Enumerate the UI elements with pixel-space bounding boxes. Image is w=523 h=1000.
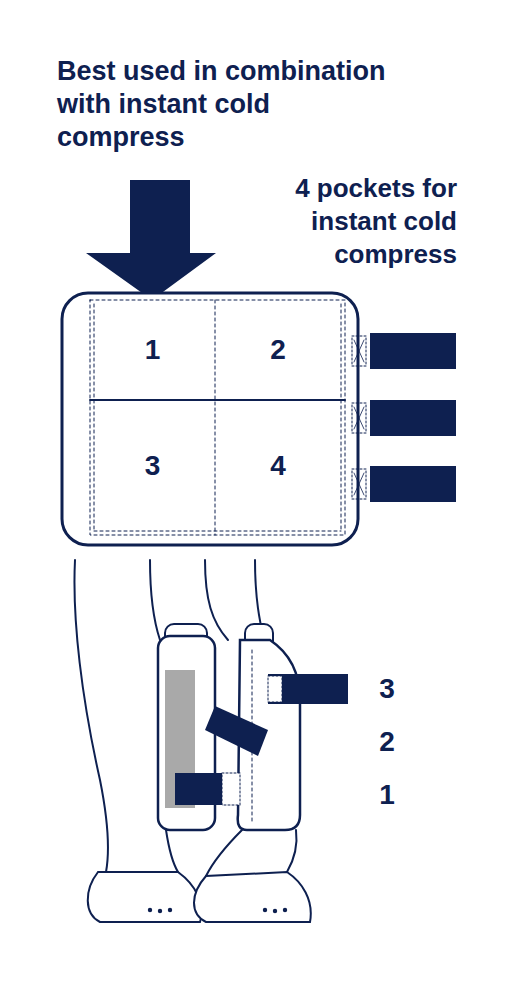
strap-number: 2 bbox=[372, 725, 402, 759]
pocket: 3 bbox=[92, 402, 213, 529]
boot-on-leg bbox=[158, 624, 348, 830]
down-arrow bbox=[86, 180, 216, 300]
pocket: 4 bbox=[217, 402, 339, 529]
pockets-note: 4 pockets for instant cold compress bbox=[237, 172, 457, 271]
strap-number: 1 bbox=[372, 778, 402, 812]
title: Best used in combination with instant co… bbox=[57, 55, 397, 154]
pocket: 1 bbox=[92, 302, 213, 398]
pocket-divider bbox=[215, 300, 216, 535]
pocket-number: 4 bbox=[270, 450, 286, 482]
pocket-number: 2 bbox=[270, 334, 286, 366]
pocket: 2 bbox=[217, 302, 339, 398]
boot-outline bbox=[62, 293, 358, 545]
strap bbox=[352, 333, 456, 502]
pocket-number: 1 bbox=[145, 334, 161, 366]
strap-number: 3 bbox=[372, 672, 402, 706]
horse-legs bbox=[74, 560, 310, 922]
pocket-divider bbox=[90, 399, 345, 401]
pocket-number: 3 bbox=[145, 450, 161, 482]
pocket-area bbox=[90, 300, 345, 535]
